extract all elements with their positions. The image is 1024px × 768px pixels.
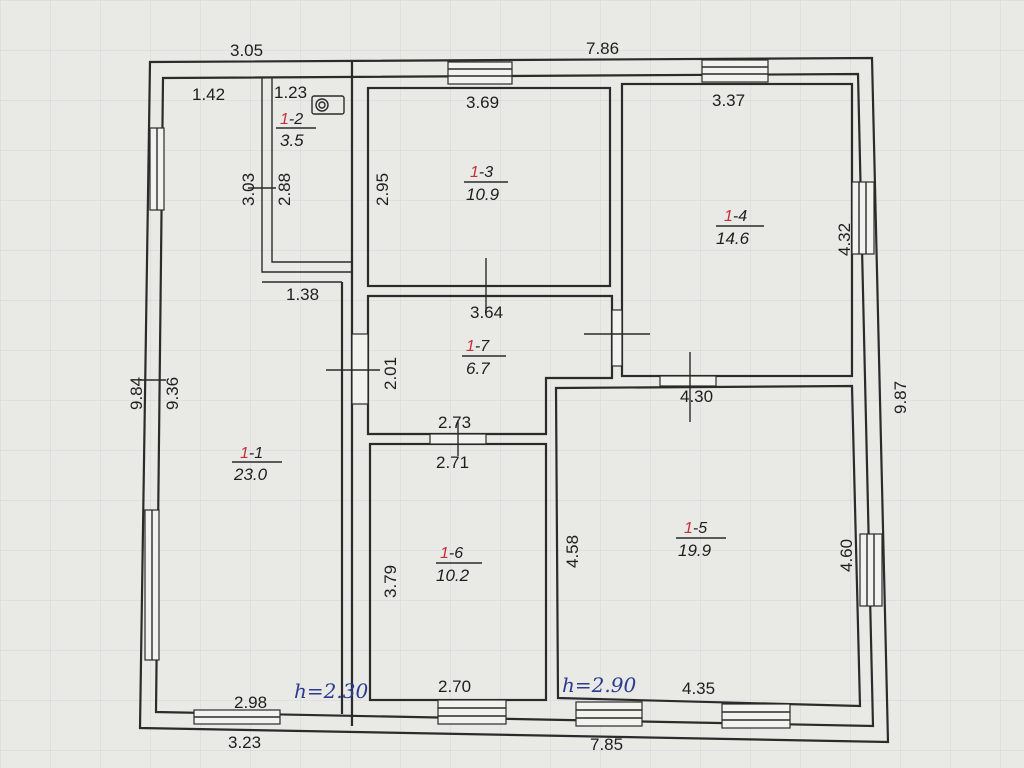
dim-r5-bottom: 4.35 [682,679,715,698]
dim-r3-side: 2.95 [373,173,392,206]
ceiling-height-right: h=2.90 [562,673,636,697]
dim-r3-top: 3.69 [466,93,499,112]
room-1-3-box [366,86,612,288]
dim-r7-bottom: 2.73 [438,413,471,432]
window-left-1 [149,127,165,211]
window-top-2 [701,59,769,83]
room-1-3-id: 1-3 [470,164,493,181]
room-1-3-area: 10.9 [466,185,500,204]
window-right-2 [859,533,883,607]
dim-r6-bottom: 2.70 [438,677,471,696]
dim-r2-h-inner: 2.88 [275,173,294,206]
window-bottom-3 [575,701,643,727]
dim-bottom-right-outer: 7.85 [590,735,623,754]
room-1-5-box [554,384,862,708]
dim-r6-side: 3.79 [381,565,400,598]
window-top-1 [447,61,513,85]
room-1-2-inner [271,78,352,263]
door-r4-r7 [584,309,650,367]
outer-wall-inner-line [154,72,875,728]
dim-r2-top: 1.23 [274,83,307,102]
meter-symbol [311,95,345,115]
window-bottom-2 [437,699,507,725]
dim-r4-bottom: 4.30 [680,387,713,406]
dim-r2-h-outer: 3.03 [239,173,258,206]
room-1-2-box [261,78,352,273]
dim-r1-bottom: 2.98 [234,693,267,712]
door-r4-r5 [659,352,717,422]
dim-r5-side-left: 4.58 [563,535,582,568]
dim-top-left-outer: 3.05 [230,41,263,60]
dim-left-outer: 9.84 [127,377,146,410]
window-bottom-1 [193,709,281,725]
room-1-1-area: 23.0 [233,465,268,484]
room-1-6-id: 1-6 [440,545,463,562]
room-1-7-id: 1-7 [466,338,490,355]
ceiling-height-left: h=2.30 [294,679,368,703]
dim-r6-top: 2.71 [436,453,469,472]
room-1-5-area: 19.9 [678,541,712,560]
dim-left-inner: 9.36 [163,377,182,410]
room-1-7-area: 6.7 [466,359,490,378]
dim-r1-mid: 1.38 [286,285,319,304]
door-r1-r7 [326,333,380,405]
dim-r5-side-right: 4.60 [837,539,856,572]
room-1-1-id: 1-1 [240,445,263,462]
room-1-2-area: 3.5 [280,131,304,150]
outer-wall-outer-line [138,56,890,744]
room-1-7-box [366,294,614,436]
room-1-4-area: 14.6 [716,229,750,248]
dim-r4-top: 3.37 [712,91,745,110]
dim-right-outer: 9.87 [891,381,910,414]
dim-r4-side: 4.32 [835,223,854,256]
window-bottom-4 [721,703,791,729]
room-1-5-id: 1-5 [684,520,707,537]
dim-r1-top: 1.42 [192,85,225,104]
room-1-4-id: 1-4 [724,208,747,225]
room-1-2-id: 1-2 [280,111,303,128]
door-r7-r6 [429,420,487,456]
dim-top-right-outer: 7.86 [586,39,619,58]
dim-r7-top: 3.64 [470,303,503,322]
dim-r7-side: 2.01 [381,357,400,390]
window-right-1 [851,181,875,255]
room-1-6-area: 10.2 [436,566,470,585]
dim-bottom-left-outer: 3.23 [228,733,261,752]
window-left-2 [144,509,160,661]
